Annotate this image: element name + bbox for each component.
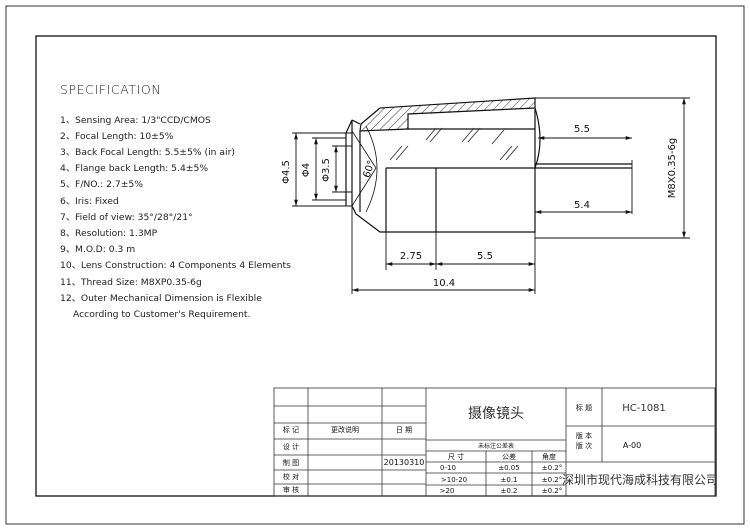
spec-item: 6、Iris: Fixed	[60, 196, 119, 207]
spec-item: 2、Focal Length: 10±5%	[60, 131, 174, 142]
tol-cell: ±0.2	[501, 487, 518, 495]
tb-design-label: 设 计	[283, 442, 299, 451]
spec-item: 9、M.O.D: 0.3 m	[60, 244, 135, 255]
spec-item: 1、Sensing Area: 1/3"CCD/CMOS	[60, 115, 211, 126]
tol-header: 公差	[502, 452, 516, 461]
spec-item: 4、Flange back Length: 5.4±5%	[60, 163, 208, 174]
diameter-dims	[292, 132, 352, 207]
tol-cell: ±0.1	[501, 476, 518, 484]
spec-item: 8、Resolution: 1.3MP	[60, 228, 158, 239]
spec-item: 12、Outer Mechanical Dimension is Flexibl…	[60, 293, 262, 304]
tol-cell: >10-20	[441, 476, 467, 484]
tol-cell: >20	[440, 487, 455, 495]
tol-cell: ±0.2°	[542, 487, 563, 495]
tol-header: 角度	[542, 452, 556, 461]
tol-cell: ±0.2°	[542, 464, 563, 472]
tb-product-name: 摄像镜头	[468, 406, 524, 422]
dim-flange: 5.4	[574, 200, 590, 211]
tb-draw-date: 20130310	[384, 458, 425, 467]
spec-item: 5、F/NO.: 2.7±5%	[60, 179, 143, 190]
tb-mark-label: 标 记	[283, 425, 299, 434]
spec-heading: SPECIFICATION	[60, 82, 161, 97]
spec-item: 3、Back Focal Length: 5.5±5% (in air)	[60, 147, 235, 158]
barrel-top-hatch	[359, 97, 536, 132]
dim-seg1: 2.75	[400, 251, 422, 262]
tb-company: 深圳市现代海成科技有限公司	[562, 472, 718, 487]
tb-change-label: 更改说明	[331, 425, 359, 434]
spec-item: According to Customer's Requirement.	[73, 309, 250, 320]
tol-header: 尺 寸	[448, 452, 464, 461]
dim-angle: 60°	[362, 159, 378, 179]
tb-label-version: 版 本版 次	[576, 431, 592, 450]
tol-cell: ±0.05	[498, 464, 519, 472]
spec-item: 11、Thread Size: M8XP0.35-6g	[60, 277, 202, 288]
tb-drawing-no: HC-1081	[622, 403, 666, 414]
dim-d35: Φ3.5	[321, 158, 332, 182]
tb-label-name: 标 题	[576, 403, 592, 412]
dim-d4: Φ4	[301, 163, 312, 177]
tb-review-label: 审 核	[283, 485, 299, 494]
dim-d45: Φ4.5	[281, 160, 292, 184]
tol-cell: 0-10	[440, 464, 456, 472]
dim-total: 10.4	[433, 278, 455, 289]
glass-highlights	[389, 127, 519, 161]
tb-draw-label: 制 图	[283, 458, 299, 467]
spec-item: 7、Field of view: 35°/28°/21°	[60, 212, 193, 223]
tb-date-label: 日 期	[396, 426, 412, 434]
tol-cell: ±0.2°	[542, 476, 563, 484]
spec-item: 10、Lens Construction: 4 Components 4 Ele…	[60, 260, 291, 271]
title-block	[273, 387, 716, 497]
length-dims	[351, 206, 536, 294]
focal-dims	[535, 97, 690, 239]
dim-thread: M8X0.35-6g	[667, 138, 678, 198]
outer-border	[5, 5, 745, 525]
tb-check-label: 校 对	[283, 472, 299, 481]
dim-bfl: 5.5	[574, 124, 590, 135]
tb-tolerance-title: 未标注公差表	[478, 442, 514, 450]
dim-seg2: 5.5	[477, 251, 493, 262]
spec-list: 1、Sensing Area: 1/3"CCD/CMOS 2、Focal Len…	[60, 115, 291, 320]
tb-version: A-00	[623, 441, 641, 450]
